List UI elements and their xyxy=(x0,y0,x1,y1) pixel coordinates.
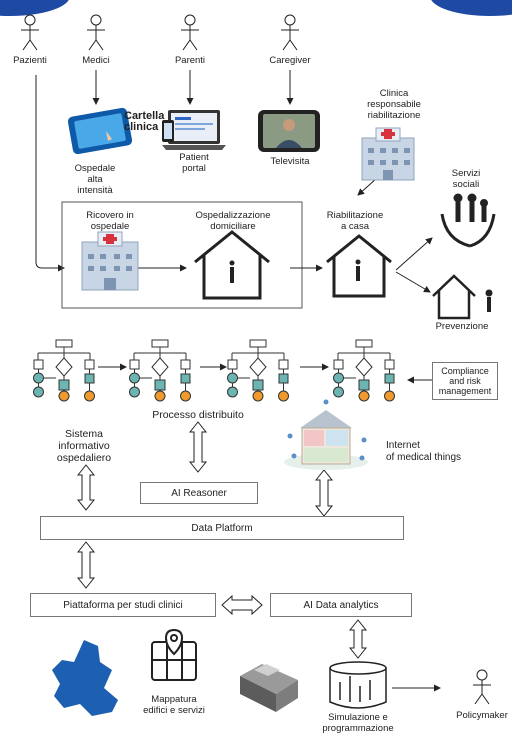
ospedalizzazione-label: Ospedalizzazione domiciliare xyxy=(195,210,271,232)
servizi-sociali-label: Servizi sociali xyxy=(451,168,481,190)
person-icon xyxy=(485,289,493,312)
actor-icon xyxy=(281,14,299,51)
ricovero-label: Ricovero in ospedale xyxy=(86,210,134,232)
patient-portal-label: Patient portal xyxy=(179,152,209,174)
ai-data-analytics-box: AI Data analytics xyxy=(270,593,412,617)
cartella-clinica-label: Cartella clinica xyxy=(124,110,165,133)
hospital-icon xyxy=(361,127,415,181)
double-arrow-icon xyxy=(76,464,96,511)
house-icon xyxy=(194,230,270,300)
ai-reasoner-box: AI Reasoner xyxy=(140,482,258,504)
prevenzione-label: Prevenzione xyxy=(435,321,489,332)
actor-label-parenti: Parenti xyxy=(174,55,206,66)
mappatura-label: Mappatura edifici e servizi xyxy=(143,694,205,716)
actor-label-pazienti: Pazienti xyxy=(13,55,47,66)
studi-clinici-box: Piattaforma per studi clinici xyxy=(30,593,216,617)
simulazione-label: Simulazione e programmazione xyxy=(322,712,394,734)
laptop-icon xyxy=(162,110,226,150)
iomt-house-icon xyxy=(284,399,368,470)
social-services-icon xyxy=(440,193,496,248)
double-arrow-icon xyxy=(188,421,208,473)
buildings-3d-icon xyxy=(240,664,298,712)
actor-icon xyxy=(473,669,491,705)
actor-label-caregiver: Caregiver xyxy=(269,55,311,66)
actor-icon xyxy=(87,14,105,51)
process-flowchart-icon xyxy=(333,339,395,402)
video-call-icon xyxy=(258,110,320,152)
process-flowchart-icon xyxy=(33,339,95,402)
house-icon xyxy=(432,274,476,320)
actor-icon xyxy=(21,14,39,51)
data-platform-box: Data Platform xyxy=(40,516,404,540)
riabilitazione-label: Riabilitazione a casa xyxy=(326,210,384,232)
hospital-icon xyxy=(81,231,139,291)
iomt-label: Internet of medical things xyxy=(386,440,462,463)
televisita-label: Televisita xyxy=(270,156,310,167)
tablet-icon xyxy=(67,107,133,155)
double-arrow-icon xyxy=(76,541,96,589)
actor-label-policymaker: Policymaker xyxy=(456,710,508,721)
actor-label-medici: Medici xyxy=(82,55,110,66)
ospedale-alta-intensita-label: Ospedale alta intensità xyxy=(74,163,116,196)
actor-icon xyxy=(181,14,199,51)
house-icon xyxy=(326,234,392,298)
process-flowchart-icon xyxy=(227,339,289,402)
processo-distribuito-label: Processo distribuito xyxy=(152,409,244,421)
double-arrow-icon xyxy=(221,594,263,616)
piemonte-map xyxy=(52,640,118,716)
double-arrow-icon xyxy=(314,469,334,517)
map-pin-icon xyxy=(151,628,197,681)
sistema-informativo-label: Sistema informativo ospedaliero xyxy=(56,428,112,464)
double-arrow-icon xyxy=(348,619,368,659)
clinica-riabilitazione-label: Clinica responsabile riabilitazione xyxy=(367,88,421,121)
compliance-box: Compliance and risk management xyxy=(432,362,498,400)
process-flowchart-icon xyxy=(129,339,191,402)
simulation-icon xyxy=(329,661,387,709)
